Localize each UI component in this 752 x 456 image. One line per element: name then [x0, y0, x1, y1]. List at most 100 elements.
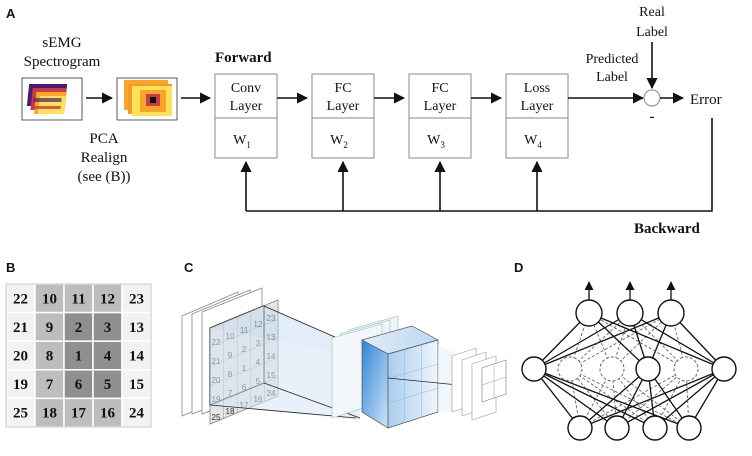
layer-4-line1: Loss	[524, 81, 550, 96]
grid-cell-label: 24	[129, 406, 145, 422]
grid-cell: 1	[63, 340, 94, 371]
hidden-neuron	[557, 356, 583, 382]
grid-cell-label: 17	[71, 406, 87, 422]
spectrogram-icon	[21, 77, 83, 121]
real-label-2: Label	[636, 25, 668, 40]
neural-network-diagram	[521, 281, 737, 441]
hidden-neuron	[635, 356, 661, 382]
grid-cell: 12	[92, 283, 123, 314]
grid-cell-label: 5	[104, 377, 112, 393]
layer-box-3: FC Layer W3	[408, 73, 472, 159]
grid-cell-label: 2	[75, 320, 83, 336]
grid-cell-label: 22	[13, 291, 28, 307]
grid-cell-label: 11	[71, 291, 85, 307]
grid-cell-label: 20	[13, 349, 28, 365]
layer-box-1: Conv Layer W1	[214, 73, 278, 159]
grid-cell: 11	[63, 283, 94, 314]
grid-cell-label: 6	[75, 377, 83, 393]
input-neuron	[676, 415, 702, 441]
grid-cell: 6	[63, 369, 94, 400]
grid-cell-label: 8	[46, 349, 54, 365]
grid-cell: 24	[121, 397, 152, 428]
layer-box-2: FC Layer W2	[311, 73, 375, 159]
forward-label: Forward	[215, 50, 272, 66]
panel-label-a: A	[6, 6, 16, 21]
grid-cell-label: 23	[129, 291, 144, 307]
grid-cell-label: 10	[42, 291, 57, 307]
layer-1-line2: Layer	[230, 99, 263, 114]
backward-label: Backward	[634, 221, 700, 237]
error-label: Error	[690, 92, 722, 108]
layer-3-line2: Layer	[424, 99, 457, 114]
grid-cell-label: 19	[13, 377, 28, 393]
svg-text:18: 18	[226, 407, 235, 416]
grid-cell: 15	[121, 369, 152, 400]
weight-2: W2	[330, 133, 348, 150]
grid-cell: 19	[5, 369, 36, 400]
grid-cell: 2	[63, 311, 94, 342]
grid-cell: 10	[34, 283, 65, 314]
grid-cell: 9	[34, 311, 65, 342]
layer-2-line1: FC	[334, 81, 351, 96]
grid-cell-label: 25	[13, 406, 28, 422]
grid-cell: 7	[34, 369, 65, 400]
grid-cell: 25	[5, 397, 36, 428]
predicted-label-1: Predicted	[586, 52, 639, 67]
summing-junction	[643, 89, 661, 107]
grid-cell: 8	[34, 340, 65, 371]
grid-cell: 13	[121, 311, 152, 342]
input-neuron	[604, 415, 630, 441]
grid-cell-label: 18	[42, 406, 57, 422]
output-feature-maps	[451, 347, 507, 421]
minus-sign: -	[649, 108, 654, 125]
input-label-2: Spectrogram	[24, 54, 101, 70]
grid-cell: 16	[92, 397, 123, 428]
pca-label-3: (see (B))	[78, 169, 131, 185]
grid-cell-label: 12	[100, 291, 115, 307]
panel-label-d: D	[514, 260, 523, 275]
weight-4: W4	[524, 133, 542, 150]
backward-path	[246, 118, 713, 212]
grid-cell-label: 16	[100, 406, 116, 422]
hidden-neuron	[521, 356, 547, 382]
input-neuron	[567, 415, 593, 441]
input-label-1: sEMG	[42, 35, 81, 51]
panel-label-b: B	[6, 260, 15, 275]
panel-a-pipeline: sEMG Spectrogram PCA Realign (see (B)) F…	[21, 5, 722, 237]
grid-cell-label: 7	[46, 377, 54, 393]
grid-cell-label: 1	[75, 349, 83, 365]
grid-cell-label: 14	[129, 349, 145, 365]
predicted-label-2: Label	[596, 70, 628, 85]
hidden-neuron	[673, 356, 699, 382]
grid-cell-label: 15	[129, 377, 144, 393]
grid-cell-label: 9	[46, 320, 54, 336]
grid-cell: 17	[63, 397, 94, 428]
realigned-grid-icon	[116, 77, 178, 121]
weight-1: W1	[233, 133, 251, 150]
layer-2-line2: Layer	[327, 99, 360, 114]
layer-3-line1: FC	[431, 81, 448, 96]
layer-4-line2: Layer	[521, 99, 554, 114]
pca-label-2: Realign	[81, 150, 128, 166]
grid-cell: 23	[121, 283, 152, 314]
grid-cell: 14	[121, 340, 152, 371]
input-neuron	[642, 415, 668, 441]
grid-cell-label: 21	[13, 320, 28, 336]
layer-1-line1: Conv	[231, 81, 261, 96]
hidden-neuron	[711, 356, 737, 382]
grid-cell: 3	[92, 311, 123, 342]
layer-box-4: Loss Layer W4	[505, 73, 569, 159]
grid-cell: 4	[92, 340, 123, 371]
grid-cell: 5	[92, 369, 123, 400]
output-neuron	[616, 299, 644, 327]
panel-label-c: C	[184, 260, 194, 275]
output-neuron	[657, 299, 685, 327]
grid-cell-label: 13	[129, 320, 144, 336]
grid-cell-label: 3	[104, 320, 112, 336]
grid-cell-label: 4	[104, 349, 112, 365]
grid-cell: 20	[5, 340, 36, 371]
output-neuron	[575, 299, 603, 327]
